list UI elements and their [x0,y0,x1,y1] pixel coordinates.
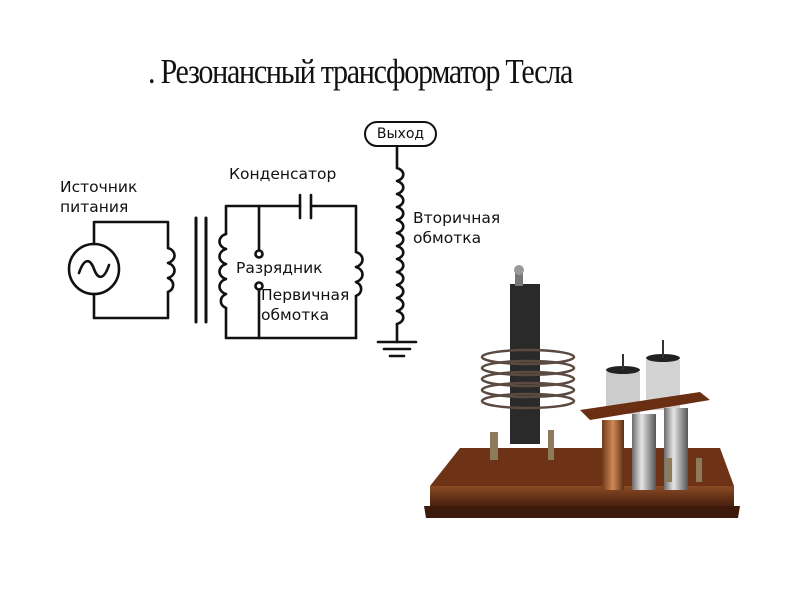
label-primary-winding: Первичная обмотка [261,286,350,324]
transformer-primary-coil [166,246,176,294]
transformer-secondary-coil [218,232,228,310]
spark-gap-top [254,249,264,259]
slide-title: . Резонансный трансформатор Тесла [148,52,573,91]
label-spark-gap: Разрядник [236,259,323,277]
label-power-source: Источник питания [60,178,138,216]
source-wire [92,220,170,250]
tesla-coil-apparatus-photo [420,262,742,540]
label-capacitor: Конденсатор [229,165,337,183]
secondary-coil [395,166,405,326]
output-terminal: Выход [364,121,437,147]
sine-wave-icon [77,259,111,279]
label-secondary-winding: Вторичная обмотка [413,209,501,247]
ground-icon [376,340,418,358]
primary-coil [354,250,364,298]
